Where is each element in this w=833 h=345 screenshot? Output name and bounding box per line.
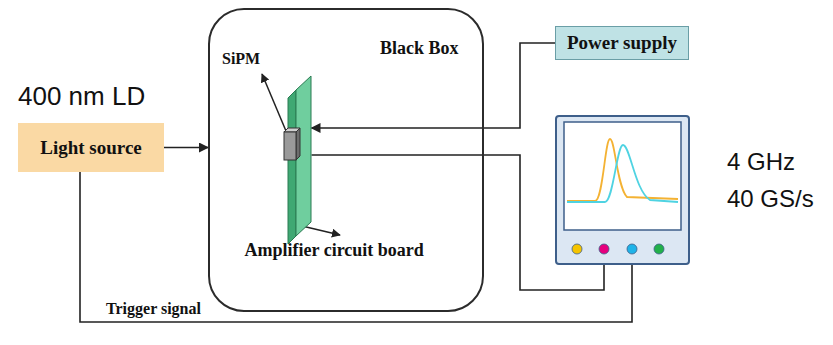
channel-knob xyxy=(654,244,664,254)
box-label: Black Box xyxy=(380,38,459,59)
scope-shape xyxy=(555,115,690,265)
board-leader xyxy=(302,226,340,235)
connector xyxy=(164,147,208,149)
sipm-chip xyxy=(296,128,300,160)
sipm-leader xyxy=(262,74,286,131)
board-edge xyxy=(288,90,296,244)
edge-label: Trigger signal xyxy=(104,300,203,318)
channel-knob xyxy=(599,244,609,254)
board-label: Amplifier circuit board xyxy=(245,240,424,261)
box-label: Light source xyxy=(40,137,142,159)
board-shape xyxy=(284,76,312,246)
channel-knob xyxy=(572,244,582,254)
box-label: Power supply xyxy=(567,32,677,54)
sipm-label: SiPM xyxy=(222,50,260,68)
board-face xyxy=(296,76,311,236)
amplifier-board: Amplifier circuit board xyxy=(284,76,312,246)
scope-screen xyxy=(564,122,681,230)
scope-body xyxy=(556,116,689,264)
scope-spec: 4 GHz 40 GS/s xyxy=(727,143,819,217)
waveform xyxy=(567,139,678,201)
connector xyxy=(80,172,632,322)
channel-knob xyxy=(627,244,637,254)
source-label: 400 nm LD xyxy=(18,82,145,112)
light-source-box: Light source xyxy=(18,123,164,172)
power-supply-box: Power supply xyxy=(555,26,689,60)
waveform xyxy=(567,145,678,202)
oscilloscope: 4 GHz 40 GS/s xyxy=(555,115,690,265)
sipm-chip xyxy=(284,132,296,160)
